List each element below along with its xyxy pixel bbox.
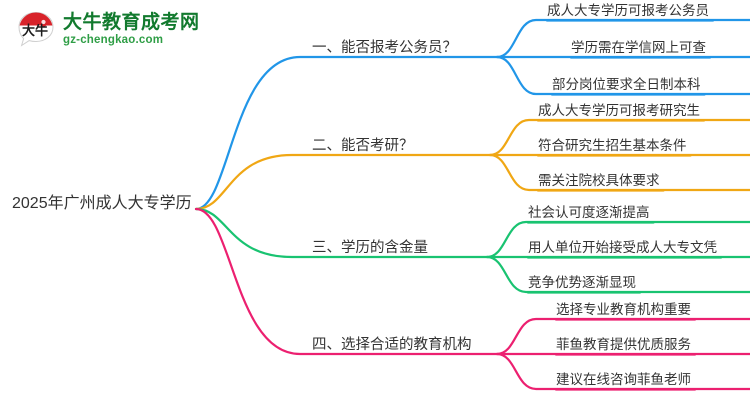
leaf-label-3-3[interactable]: 竞争优势逐渐显现 bbox=[528, 275, 636, 290]
leaf-label-2-1[interactable]: 成人大专学历可报考研究生 bbox=[538, 103, 700, 118]
leaf-label-1-2[interactable]: 学历需在学信网上可查 bbox=[571, 40, 706, 55]
root-to-branch-4-link bbox=[194, 207, 499, 356]
leaf-label-4-2[interactable]: 菲鱼教育提供优质服务 bbox=[556, 337, 691, 352]
leaf-label-3-1[interactable]: 社会认可度逐渐提高 bbox=[528, 205, 650, 220]
leaf-label-4-3[interactable]: 建议在线咨询菲鱼老师 bbox=[556, 372, 691, 387]
branch-1-to-leaf-1-link bbox=[495, 18, 750, 59]
branch-1-to-leaf-3-link bbox=[495, 55, 750, 96]
logo-site-url: gz-chengkao.com bbox=[63, 34, 164, 47]
root-to-branch-3-link bbox=[194, 207, 489, 259]
branch-label-2[interactable]: 二、能否考研？ bbox=[312, 138, 414, 154]
branch-label-3[interactable]: 三、学历的含金量 bbox=[312, 240, 428, 256]
branch-4-to-leaf-3-link bbox=[495, 352, 750, 391]
leaf-label-4-1[interactable]: 选择专业教育机构重要 bbox=[556, 302, 691, 317]
root-to-branch-1-link bbox=[194, 55, 499, 211]
root-to-branch-2-link bbox=[194, 153, 492, 211]
logo-title: 大牛教育成考网 bbox=[63, 12, 200, 34]
branch-label-1[interactable]: 一、能否报考公务员？ bbox=[312, 40, 457, 56]
svg-text:大牛: 大牛 bbox=[22, 23, 48, 38]
mindmap-root-label[interactable]: 2025年广州成人大专学历 bbox=[12, 195, 192, 212]
branch-3-to-leaf-3-link bbox=[485, 255, 750, 294]
da-niu-speech-bubble-logo-icon: 大牛 bbox=[16, 10, 56, 50]
leaf-label-3-2[interactable]: 用人单位开始接受成人大专文凭 bbox=[528, 240, 717, 255]
leaf-label-1-1[interactable]: 成人大专学历可报考公务员 bbox=[547, 3, 709, 18]
site-logo: 大牛 大牛教育成考网 gz-chengkao.com bbox=[16, 10, 200, 50]
leaf-label-2-2[interactable]: 符合研究生招生基本条件 bbox=[538, 138, 687, 153]
branch-2-to-leaf-3-link bbox=[488, 153, 750, 192]
leaf-label-1-3[interactable]: 部分岗位要求全日制本科 bbox=[552, 77, 701, 92]
logo-text-block: 大牛教育成考网 gz-chengkao.com bbox=[63, 13, 200, 47]
leaf-label-2-3[interactable]: 需关注院校具体要求 bbox=[538, 173, 660, 188]
branch-3-to-leaf-1-link bbox=[485, 220, 750, 259]
branch-2-to-leaf-1-link bbox=[488, 118, 750, 157]
branch-label-4[interactable]: 四、选择合适的教育机构 bbox=[312, 337, 472, 353]
branch-4-to-leaf-1-link bbox=[495, 317, 750, 356]
